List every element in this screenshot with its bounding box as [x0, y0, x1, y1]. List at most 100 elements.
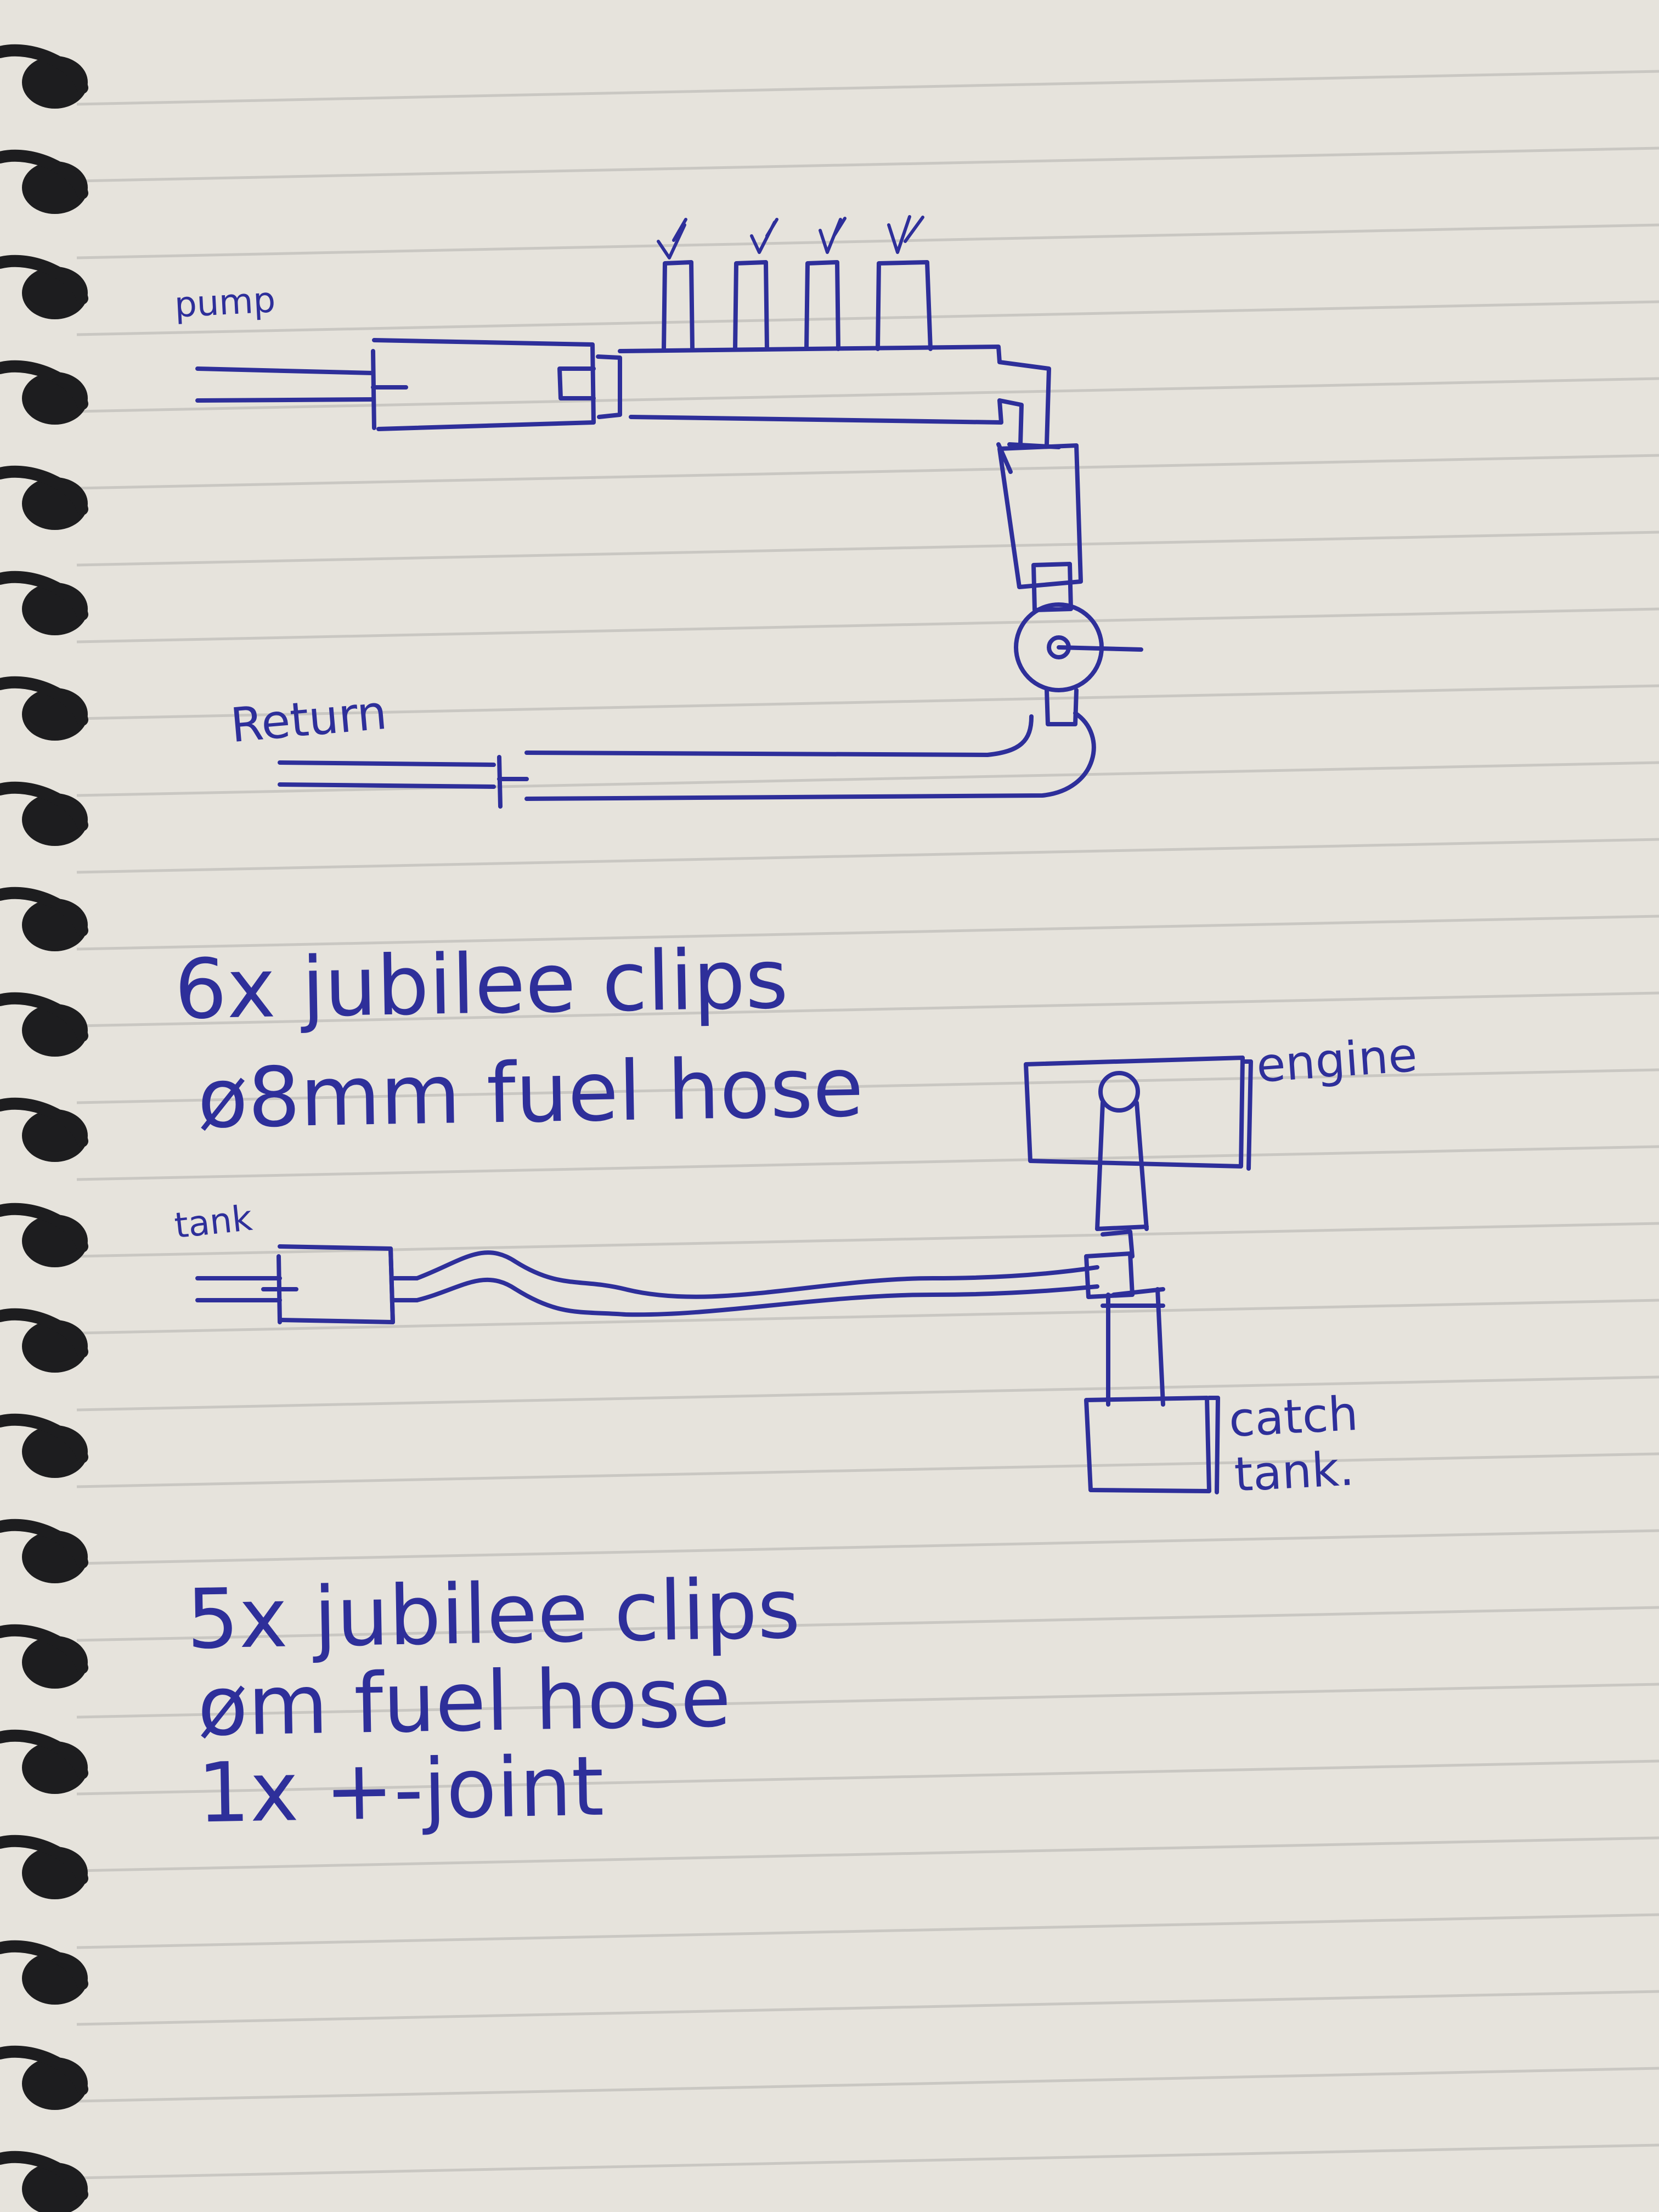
ruled-line	[76, 1452, 1659, 1488]
catch-tank-edge	[1207, 1396, 1220, 1494]
hose-segment	[372, 338, 596, 431]
engine-port	[1098, 1071, 1140, 1113]
tank-clip	[388, 1246, 419, 1324]
spiral-coil	[0, 44, 88, 94]
ruled-line	[76, 531, 1659, 567]
spray-1	[657, 218, 687, 259]
spiral-coil	[0, 992, 88, 1042]
spiral-coil	[0, 149, 88, 199]
spiral-coil	[0, 676, 88, 726]
spiral-coil	[0, 1940, 88, 1990]
spiral-coil	[0, 1097, 88, 1147]
ruled-line	[76, 1299, 1659, 1335]
catch-tank-hose	[1106, 1287, 1165, 1407]
note-2-line-2: øm fuel hose	[196, 1650, 732, 1755]
note-2-line-1: 5x jubilee clips	[185, 1561, 802, 1668]
note-1-line-1: 6x jubilee clips	[173, 932, 789, 1038]
spiral-coil	[0, 1729, 88, 1779]
tank-inlet-clip	[261, 1254, 298, 1324]
spiral-coil	[0, 1835, 88, 1884]
t-joint	[1084, 1251, 1135, 1299]
injector-4	[876, 260, 933, 351]
spiral-coil	[0, 465, 88, 515]
injector-2	[733, 260, 769, 351]
ruled-line	[76, 300, 1659, 336]
ruled-line	[76, 838, 1659, 874]
pump-inlet-clip	[371, 349, 408, 430]
spiral-coil	[0, 1203, 88, 1252]
spiral-coil	[0, 1624, 88, 1674]
ruled-line	[76, 1222, 1659, 1258]
ruled-line	[76, 991, 1659, 1028]
ruled-line	[76, 1836, 1659, 1872]
ruled-line	[76, 1068, 1659, 1104]
label-catch-tank-line-1: catch	[1227, 1386, 1359, 1448]
ruled-line	[76, 1913, 1659, 1949]
tank-hose-segment	[278, 1244, 395, 1324]
return-clip	[497, 755, 529, 809]
return-hose-inner	[524, 714, 1034, 757]
catch-tank-clip	[1101, 1287, 1165, 1308]
ruled-line	[76, 377, 1659, 413]
spiral-coil	[0, 360, 88, 410]
injector-1	[662, 260, 695, 351]
ruled-line	[76, 1683, 1659, 1719]
return-outlet-pipe	[278, 760, 496, 789]
ruled-line	[76, 2143, 1659, 2180]
hose-clip	[557, 366, 596, 400]
ruled-line	[76, 1529, 1659, 1565]
note-1-line-2: ø8mm fuel hose	[196, 1040, 865, 1147]
ruled-line	[76, 684, 1659, 720]
spiral-coil	[0, 781, 88, 831]
spray-4	[887, 215, 924, 254]
regulator-outlet-clip	[1045, 688, 1079, 726]
spiral-coil	[0, 1413, 88, 1463]
regulator-clip	[1031, 562, 1073, 612]
label-pump: pump	[173, 280, 276, 326]
engine-edge	[1240, 1059, 1253, 1171]
rail-elbow	[997, 360, 1051, 447]
rail-connector	[596, 354, 622, 419]
ruled-line	[76, 1759, 1659, 1796]
ruled-line	[76, 1606, 1659, 1642]
pump-inlet-pipe	[195, 366, 375, 403]
label-return: Return	[228, 685, 390, 754]
spiral-coil	[0, 255, 88, 304]
injector-3	[804, 260, 840, 351]
spiral-coil	[0, 2045, 88, 2095]
breather-clip	[1095, 1224, 1149, 1231]
ruled-line	[76, 454, 1659, 490]
ruled-line	[76, 1145, 1659, 1181]
spiral-coil	[0, 887, 88, 936]
label-tank: tank	[172, 1198, 255, 1247]
label-catch-tank-line-2: tank.	[1233, 1441, 1356, 1503]
ruled-line	[76, 761, 1659, 797]
catch-tank	[1084, 1396, 1211, 1493]
ruled-line	[76, 915, 1659, 951]
regulator-port	[1057, 645, 1143, 652]
engine-breather-hose	[1095, 1101, 1149, 1231]
ruled-lines	[76, 70, 1659, 2180]
ruled-line	[76, 1990, 1659, 2026]
ruled-line	[76, 1375, 1659, 1412]
ruled-line	[76, 2067, 1659, 2103]
label-engine: engine	[1254, 1027, 1419, 1094]
ruled-line	[76, 146, 1659, 183]
t-joint-top	[1101, 1229, 1135, 1259]
spiral-binding	[0, 44, 88, 2212]
engine-block	[1024, 1056, 1245, 1169]
vent-hose-bottom	[415, 1277, 1099, 1317]
spray-3	[819, 217, 847, 254]
return-hose-outer	[524, 711, 1096, 801]
ruled-line	[76, 223, 1659, 259]
spray-2	[750, 218, 778, 254]
regulator-hose	[997, 443, 1083, 589]
spiral-coil	[0, 2151, 88, 2200]
spiral-coil	[0, 1519, 88, 1568]
spiral-coil	[0, 1308, 88, 1358]
ruled-line	[76, 70, 1659, 106]
fuel-rail	[618, 345, 1003, 425]
